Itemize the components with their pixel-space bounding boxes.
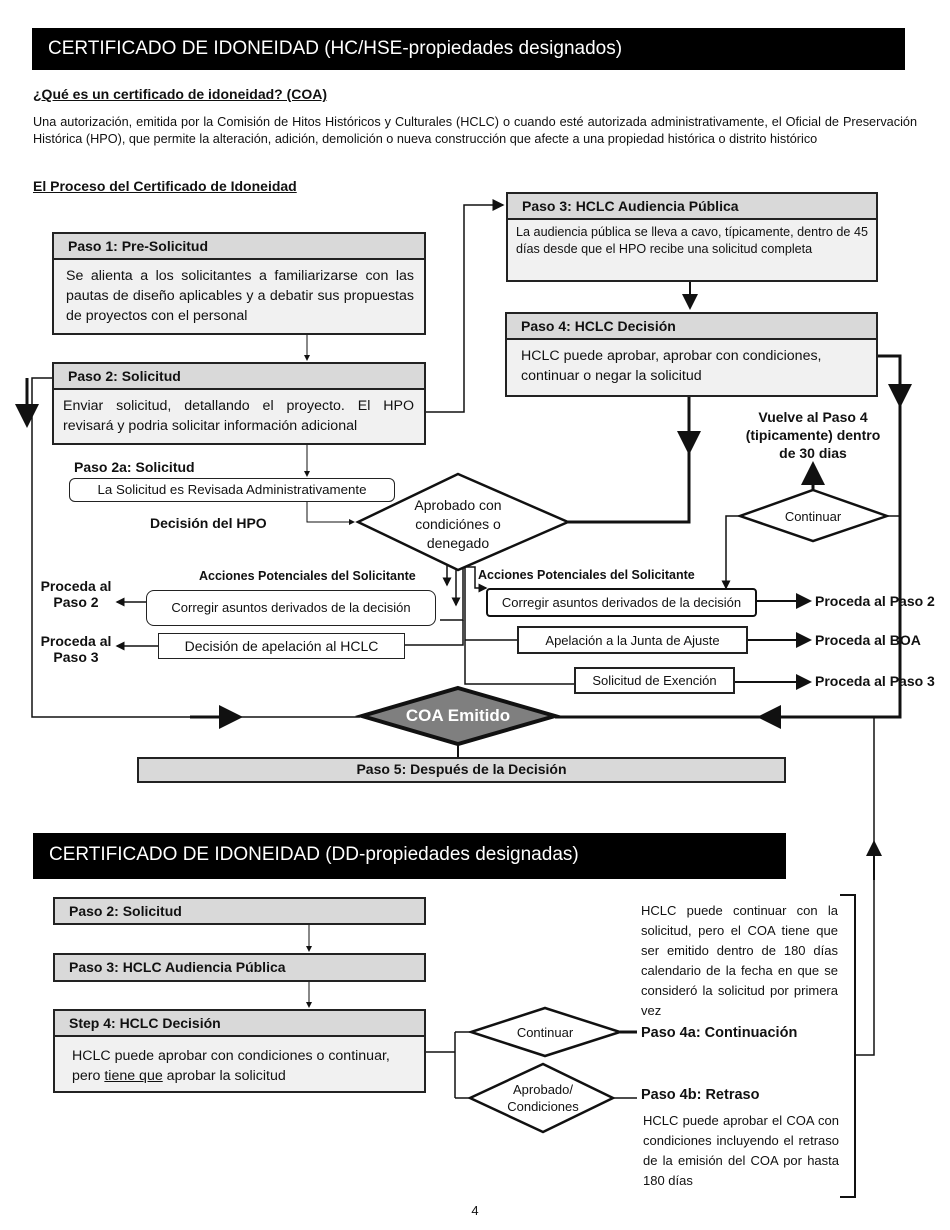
step4-body: HCLC puede aprobar, aprobar con condicio… (521, 348, 822, 384)
step3-title: Paso 3: HCLC Audiencia Pública (508, 194, 876, 220)
step1-title: Paso 1: Pre-Solicitud (54, 234, 424, 260)
left-appeal-box: Decisión de apelación al HCLC (158, 633, 405, 659)
dd-step4-title: Step 4: HCLC Decisión (55, 1011, 424, 1037)
dd-delay-note: HCLC puede aprobar el COA con condicione… (643, 1113, 839, 1188)
dd-step4b-label: Paso 4b: Retraso (641, 1087, 760, 1103)
dd-step4a-label: Paso 4a: Continuación (641, 1025, 798, 1041)
step5-box: Paso 5: Después de la Decisión (137, 757, 786, 783)
dd-step4-box: Step 4: HCLC Decisión HCLC puede aprobar… (53, 1009, 426, 1093)
process-title: El Proceso del Certificado de Idoneidad (33, 178, 297, 194)
dd-continue-diamond-label: Continuar (516, 1025, 574, 1040)
page-number: 4 (471, 1203, 479, 1218)
right-proceed-step3: Proceda al Paso 3 (815, 673, 935, 689)
left-correct-issues: Corregir asuntos derivados de la decisió… (146, 590, 436, 626)
step2a-title: Paso 2a: Solicitud (74, 459, 195, 475)
coa-issued-label: COA Emitido (405, 706, 511, 725)
right-exemption-box: Solicitud de Exención (574, 667, 735, 694)
coa-question-heading: ¿Qué es un certificado de idoneidad? (CO… (33, 86, 328, 102)
dd-step4-body: HCLC puede aprobar con condiciones o con… (55, 1037, 424, 1086)
step2-box: Paso 2: Solicitud Enviar solicitud, deta… (52, 362, 426, 445)
dd-step2-box: Paso 2: Solicitud (53, 897, 426, 925)
step1-box: Paso 1: Pre-Solicitud Se alienta a los s… (52, 232, 426, 335)
coa-definition: Una autorización, emitida por la Comisió… (33, 115, 917, 146)
step1-body: Se alienta a los solicitantes a familiar… (66, 268, 414, 324)
return-to-step4-note: Vuelve al Paso 4 (tipicamente) dentro de… (745, 409, 881, 461)
bottom-section-banner: CERTIFICADO DE IDONEIDAD (DD-propiedades… (33, 833, 786, 879)
left-proceed-step3: Proceda al Paso 3 (40, 633, 112, 665)
left-proceed-step2: Proceda al Paso 2 (40, 578, 112, 610)
dd-step4-body-emphasis: tiene que (104, 1068, 163, 1084)
decision-diamond-shape (355, 472, 572, 572)
top-section-banner: CERTIFICADO DE IDONEIDAD (HC/HSE-propied… (32, 28, 905, 70)
right-proceed-step2: Proceda al Paso 2 (815, 593, 935, 609)
step3-box: Paso 3: HCLC Audiencia Pública La audien… (506, 192, 878, 282)
step4-title: Paso 4: HCLC Decisión (507, 314, 876, 340)
decision-diamond-label: Aprobado con condiciónes o denegado (414, 497, 502, 551)
right-correct-issues: Corregir asuntos derivados de la decisió… (486, 588, 757, 617)
dd-step4-body-start: HCLC puede aprobar con condiciones o con… (72, 1048, 390, 1084)
step2-title: Paso 2: Solicitud (54, 364, 424, 390)
dd-step4-body-end: aprobar la solicitud (162, 1068, 286, 1084)
step2a-pill: La Solicitud es Revisada Administrativam… (69, 478, 395, 502)
dd-step3-box: Paso 3: HCLC Audiencia Pública (53, 953, 426, 982)
hpo-decision-label: Decisión del HPO (150, 515, 267, 531)
dd-continue-note: HCLC puede continuar con la solicitud, p… (641, 903, 838, 1018)
step3-body: La audiencia pública se lleva a cavo, tí… (516, 225, 868, 256)
step4-box: Paso 4: HCLC Decisión HCLC puede aprobar… (505, 312, 878, 397)
left-actions-heading: Acciones Potenciales del Solicitante (199, 569, 416, 583)
step2-body: Enviar solicitud, detallando el proyecto… (63, 398, 414, 434)
dd-approved-diamond-label: Aprobado/ Condiciones (507, 1082, 579, 1114)
right-actions-heading: Acciones Potenciales del Solicitante (478, 568, 695, 582)
continue-diamond-label: Continuar (784, 509, 842, 524)
right-appeal-board-box: Apelación a la Junta de Ajuste (517, 626, 748, 654)
right-proceed-boa: Proceda al BOA (815, 632, 921, 648)
